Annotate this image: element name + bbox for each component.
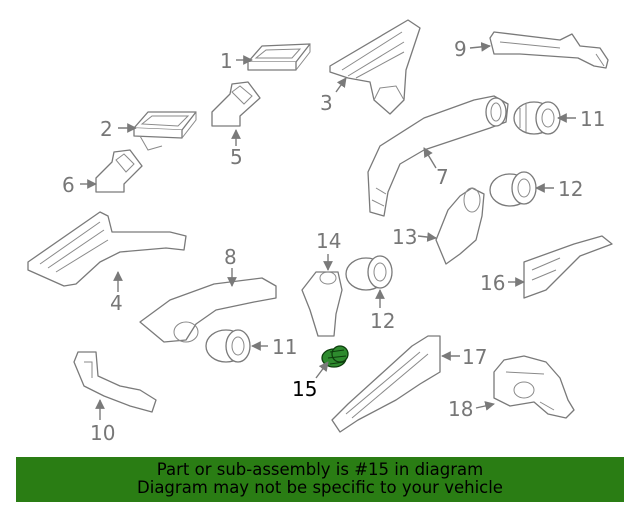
part-1-vent-grille	[247, 43, 311, 71]
callout-14[interactable]: 14	[316, 229, 341, 253]
callout-2[interactable]: 2	[100, 117, 113, 141]
callout-11-lower[interactable]: 11	[272, 335, 297, 359]
part-16-bracket	[523, 235, 613, 299]
part-8-duct	[139, 277, 277, 343]
part-15-highlighted	[321, 345, 349, 368]
callout-11-upper[interactable]: 11	[580, 107, 605, 131]
callout-17[interactable]: 17	[462, 345, 487, 369]
callout-numbers: 1 2 3 4 5 6 7 8 9 10 11 11 12 12 13 14 1…	[62, 37, 605, 445]
callout-leaders	[80, 42, 576, 420]
callout-6[interactable]: 6	[62, 173, 75, 197]
part-2-vent-grille	[133, 111, 197, 151]
banner-line-2: Diagram may not be specific to your vehi…	[137, 478, 503, 497]
parts-diagram: 1 2 3 4 5 6 7 8 9 10 11 11 12 12 13 14 1…	[27, 19, 613, 445]
callout-8[interactable]: 8	[224, 245, 237, 269]
part-17-long-duct	[331, 335, 441, 433]
part-6-duct-connector	[95, 149, 143, 193]
callout-1[interactable]: 1	[220, 49, 233, 73]
part-10-rear-duct	[73, 351, 157, 413]
part-18-blower-housing	[493, 355, 575, 419]
callout-18[interactable]: 18	[448, 397, 473, 421]
part-3-center-duct	[329, 19, 421, 115]
callout-13[interactable]: 13	[392, 225, 417, 249]
part-14-duct	[301, 271, 343, 337]
banner-line-1: Part or sub-assembly is #15 in diagram	[156, 460, 484, 479]
callout-5[interactable]: 5	[230, 145, 243, 169]
part-13-duct	[435, 187, 485, 265]
callout-9[interactable]: 9	[454, 37, 467, 61]
callout-4[interactable]: 4	[110, 291, 123, 315]
part-5-duct-connector	[211, 81, 261, 127]
callout-15-highlighted[interactable]: 15	[292, 377, 317, 401]
callout-16[interactable]: 16	[480, 271, 505, 295]
callout-12-upper[interactable]: 12	[558, 177, 583, 201]
callout-12-lower[interactable]: 12	[370, 309, 395, 333]
part-12-round-vent-lower	[345, 255, 393, 291]
part-4-lower-duct	[27, 211, 187, 287]
part-12-round-vent-upper	[489, 171, 537, 207]
callout-10[interactable]: 10	[90, 421, 115, 445]
part-11-round-vent-upper	[513, 101, 561, 135]
callout-7[interactable]: 7	[436, 165, 449, 189]
part-11-round-vent-lower	[205, 329, 251, 363]
callout-3[interactable]: 3	[320, 91, 333, 115]
info-banner: Part or sub-assembly is #15 in diagram D…	[16, 457, 624, 502]
part-7-side-duct	[367, 95, 509, 217]
part-9-defrost-duct	[489, 31, 609, 69]
